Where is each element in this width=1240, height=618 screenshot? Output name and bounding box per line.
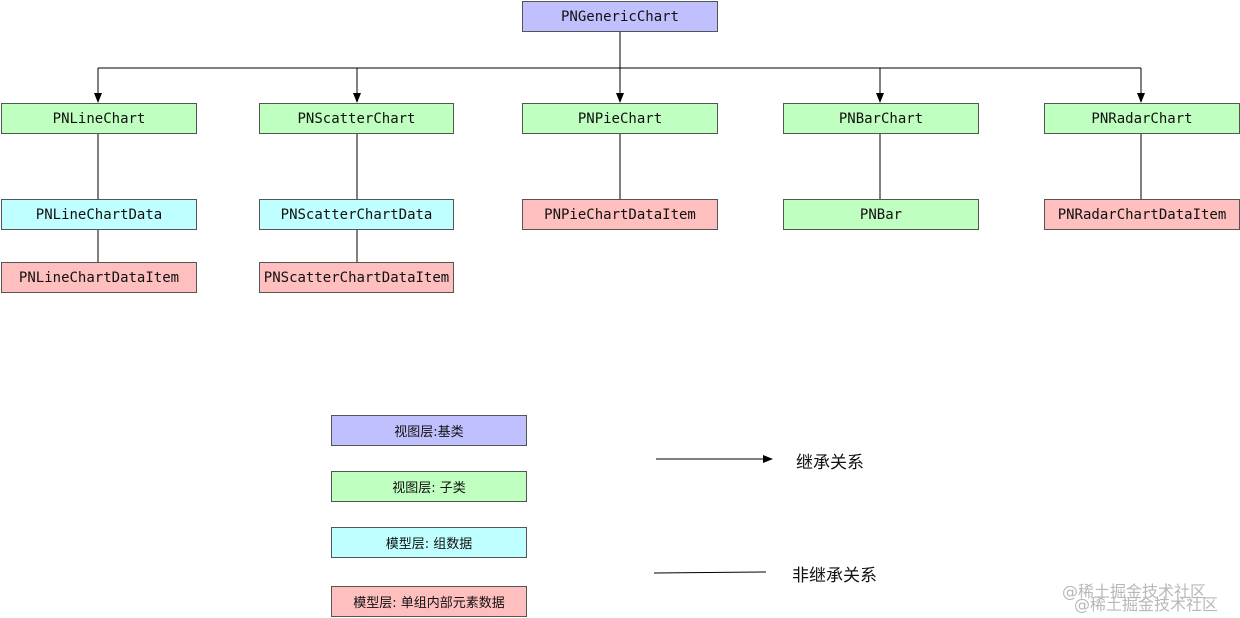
node-bar-chart: PNBarChart — [783, 103, 979, 134]
node-pie-chart-data-item: PNPieChartDataItem — [522, 199, 718, 230]
node-radar-chart-data-item: PNRadarChartDataItem — [1044, 199, 1240, 230]
node-radar-chart: PNRadarChart — [1044, 103, 1240, 134]
legend-non-inheritance-line — [653, 571, 767, 574]
legend-base-view: 视图层:基类 — [331, 415, 527, 446]
node-line-chart-data: PNLineChartData — [1, 199, 197, 230]
watermark-text-shadow: @稀土掘金技术社区 — [1074, 595, 1219, 614]
legend-sub-view: 视图层: 子类 — [331, 471, 527, 502]
node-bar: PNBar — [783, 199, 979, 230]
node-generic-chart: PNGenericChart — [522, 1, 718, 32]
node-scatter-chart: PNScatterChart — [259, 103, 454, 134]
node-line-chart: PNLineChart — [1, 103, 197, 134]
node-scatter-chart-data-item: PNScatterChartDataItem — [259, 262, 454, 293]
legend-item-model: 模型层: 单组内部元素数据 — [331, 586, 527, 617]
node-line-chart-data-item: PNLineChartDataItem — [1, 262, 197, 293]
node-scatter-chart-data: PNScatterChartData — [259, 199, 454, 230]
watermark-text: @稀土掘金技术社区 — [1062, 582, 1207, 601]
legend-non-inheritance-label: 非继承关系 — [792, 566, 877, 586]
legend-inheritance-label: 继承关系 — [796, 453, 864, 473]
node-pie-chart: PNPieChart — [522, 103, 718, 134]
legend-group-model: 模型层: 组数据 — [331, 527, 527, 558]
